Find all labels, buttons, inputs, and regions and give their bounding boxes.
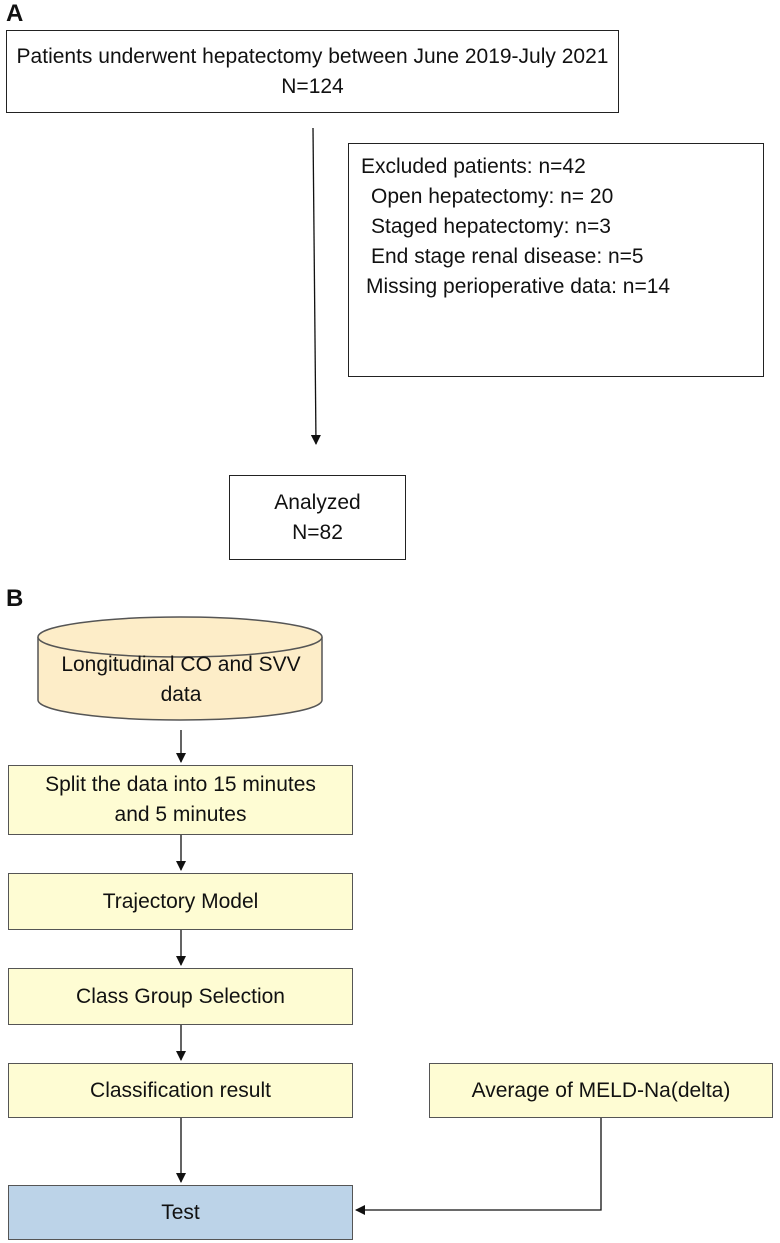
excluded-item: Missing perioperative data: n=14 [366,275,671,298]
data-store-line2: data [160,683,202,706]
trajectory-box: Trajectory Model [8,873,353,930]
test-box: Test [8,1185,353,1240]
meld-box: Average of MELD-Na(delta) [429,1063,773,1118]
panel-label-a: A [6,0,24,27]
panel-label-b: B [6,585,24,612]
data-store-label: Longitudinal CO and SVV data [40,650,322,710]
excluded-item: End stage renal disease: n=5 [371,245,644,268]
top-box-line2: N=124 [281,74,344,98]
split-line2: and 5 minutes [114,803,247,826]
class-group-box: Class Group Selection [8,968,353,1025]
test-label: Test [161,1200,200,1224]
excluded-title: Excluded patients: n=42 [361,155,586,178]
split-line1: Split the data into 15 minutes [45,773,316,796]
meld-label: Average of MELD-Na(delta) [471,1078,731,1102]
arrow-to-analyzed [310,127,321,445]
analyzed-box: Analyzed N=82 [229,475,406,560]
excluded-item: Staged hepatectomy: n=3 [371,215,611,238]
class-group-label: Class Group Selection [76,984,285,1008]
data-store-line1: Longitudinal CO and SVV [61,653,301,676]
top-box-line1: Patients underwent hepatectomy between J… [16,44,609,68]
classification-label: Classification result [90,1078,271,1102]
top-box: Patients underwent hepatectomy between J… [6,30,619,113]
analyzed-line2: N=82 [292,520,343,544]
analyzed-line1: Analyzed [274,490,361,514]
trajectory-label: Trajectory Model [102,889,259,913]
split-box: Split the data into 15 minutes and 5 min… [8,765,353,835]
excluded-box: Excluded patients: n=42 Open hepatectomy… [348,143,764,377]
data-store-cylinder [37,616,323,721]
excluded-item: Open hepatectomy: n= 20 [371,185,614,208]
classification-box: Classification result [8,1063,353,1118]
arrow-meld-to-test [355,1118,602,1215]
